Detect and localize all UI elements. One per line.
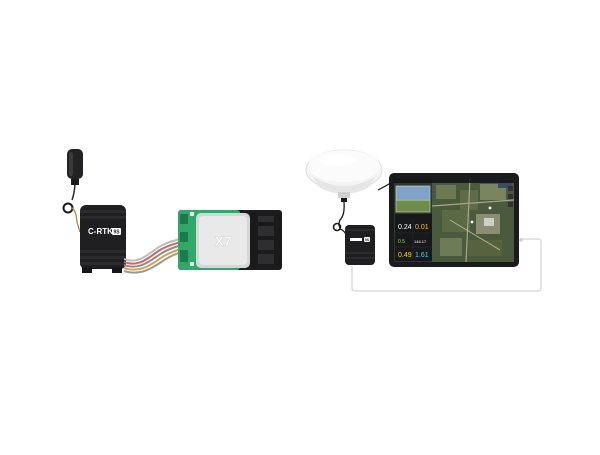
telemetry-value: 0.01 (415, 224, 429, 231)
satellite-map (431, 177, 515, 263)
gnss-dome-antenna-icon (305, 149, 383, 202)
telemetry-value: 0.49 (398, 252, 412, 259)
module-badge-label: 9S (113, 230, 120, 236)
x7-flight-controller: X7 (178, 210, 282, 270)
left-rtk-setup: C-RTK 9S X7 (62, 149, 282, 274)
telemetry-panel: 0.24 0.01 0.5 146.17 0.49 1.61 (395, 214, 432, 261)
right-base-station-setup: 9S (305, 149, 542, 292)
ground-station-tablet: 0.24 0.01 0.5 146.17 0.49 1.61 (389, 173, 523, 267)
telemetry-value: 146.17 (414, 239, 427, 244)
usb-cable (351, 238, 542, 292)
telemetry-value: 1.61 (415, 252, 429, 259)
module-brand-label: C-RTK (88, 227, 113, 236)
base-module-badge: 9S (365, 238, 370, 242)
c-rtk-module: C-RTK 9S (80, 205, 126, 273)
telemetry-value: 0.5 (398, 239, 405, 245)
controller-logo: X7 (214, 233, 231, 249)
telemetry-value: 0.24 (398, 224, 412, 231)
ribbon-cable (123, 236, 187, 274)
camera-view (395, 185, 431, 213)
rtk-base-module: 9S (345, 225, 375, 265)
small-antenna-icon (62, 149, 83, 233)
